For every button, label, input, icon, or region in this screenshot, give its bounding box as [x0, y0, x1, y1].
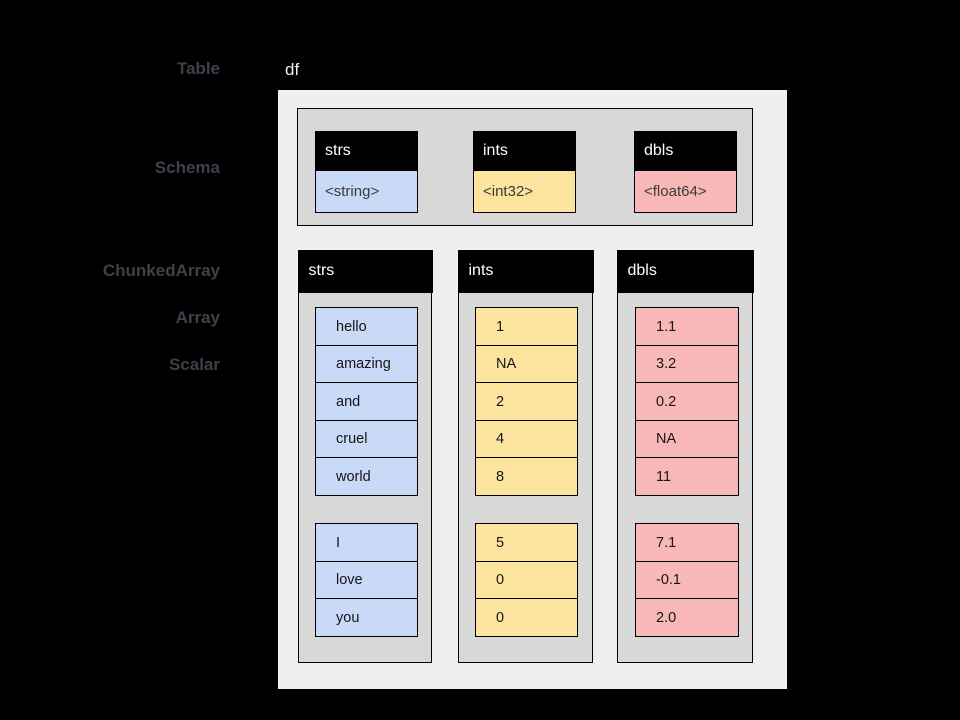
array-cell: NA	[635, 419, 739, 459]
array-cell: cruel	[315, 419, 418, 459]
label-schema: Schema	[154, 158, 220, 177]
array-cell: 0.2	[635, 382, 739, 421]
array-cell: 4	[475, 419, 578, 459]
array-cell: and	[315, 382, 418, 421]
array-chunk: 5 0 0	[475, 523, 578, 637]
array-cell: 2.0	[635, 598, 739, 637]
schema-field-ints: ints <int32>	[473, 131, 576, 213]
array-chunk: I love you	[315, 523, 418, 637]
schema-field-name: dbls	[634, 131, 737, 170]
schema-field-dtype: <int32>	[473, 170, 576, 213]
array-cell: 0	[475, 598, 578, 637]
chunkedarray-column-strs: strs hello amazing and cruel world I lov…	[297, 249, 433, 663]
array-cell: NA	[475, 344, 578, 384]
array-cell: I	[315, 523, 418, 562]
schema-field-name: ints	[473, 131, 576, 170]
array-cell: amazing	[315, 344, 418, 384]
table-panel: strs <string> ints <int32> dbls <float64…	[278, 90, 787, 689]
schema-field-strs: strs <string>	[315, 131, 418, 213]
array-chunk: 1 NA 2 4 8	[475, 307, 578, 496]
array-cell: 0	[475, 560, 578, 600]
column-name: dbls	[616, 249, 754, 293]
array-cell: 2	[475, 382, 578, 421]
array-cell: 1	[475, 307, 578, 346]
chunkedarray-column-ints: ints 1 NA 2 4 8 5 0 0	[457, 249, 594, 663]
column-name: ints	[457, 249, 594, 293]
array-chunk: 1.1 3.2 0.2 NA 11	[635, 307, 739, 496]
column-name: strs	[297, 249, 433, 293]
label-scalar: Scalar	[168, 355, 220, 374]
label-chunkedarray: ChunkedArray	[102, 261, 220, 280]
array-cell: 3.2	[635, 344, 739, 384]
chunkedarray-column-dbls: dbls 1.1 3.2 0.2 NA 11 7.1 -0.1 2.0	[616, 249, 754, 663]
schema-field-dtype: <string>	[315, 170, 418, 213]
table-title: df	[285, 60, 300, 79]
schema-box: strs <string> ints <int32> dbls <float64…	[297, 108, 753, 226]
array-cell: 8	[475, 457, 578, 496]
array-cell: 7.1	[635, 523, 739, 562]
array-cell: hello	[315, 307, 418, 346]
label-table: Table	[176, 59, 220, 78]
array-chunk: hello amazing and cruel world	[315, 307, 418, 496]
label-array: Array	[175, 308, 220, 327]
array-cell: you	[315, 598, 418, 637]
array-cell: -0.1	[635, 560, 739, 600]
array-cell: 11	[635, 457, 739, 496]
array-cell: 1.1	[635, 307, 739, 346]
schema-field-name: strs	[315, 131, 418, 170]
schema-field-dtype: <float64>	[634, 170, 737, 213]
array-cell: world	[315, 457, 418, 496]
array-chunk: 7.1 -0.1 2.0	[635, 523, 739, 637]
array-cell: love	[315, 560, 418, 600]
schema-field-dbls: dbls <float64>	[634, 131, 737, 213]
array-cell: 5	[475, 523, 578, 562]
